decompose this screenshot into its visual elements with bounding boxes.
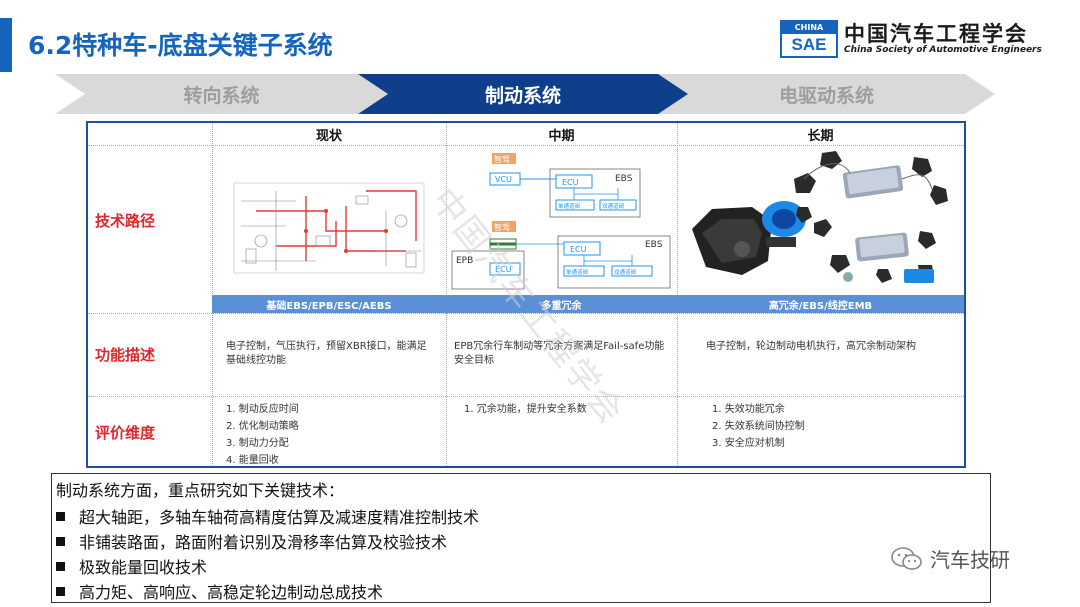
band-long-term: 高冗余/EBS/线控EMB xyxy=(677,295,964,313)
roadmap-table: 现状 中期 长期 技术路径 功能描述 评价维度 xyxy=(86,121,966,468)
diagram-dual-valve-bottom: 双通道阀 xyxy=(614,268,636,276)
bullet-square-icon xyxy=(56,511,65,521)
diagram-epb-ecu: ECU xyxy=(495,265,512,274)
row-label-evaluation: 评价维度 xyxy=(95,423,156,442)
evaluation-list-current: 1. 制动反应时间 2. 优化制动策略 3. 制动力分配 4. 能量回收 xyxy=(226,401,299,469)
key-technologies-intro: 制动系统方面，重点研究如下关键技术： xyxy=(56,481,345,500)
redundant-brake-architecture-diagram: 智驾 VCU EBS ECU 单通道阀 双通道阀 智驾 EBS ECU 单通道阀… xyxy=(450,151,674,291)
evaluation-list-long-term: 1. 失效功能冗余 2. 失效系统间协控制 3. 安全应对机制 xyxy=(712,401,805,452)
col-header-current: 现状 xyxy=(315,128,342,144)
bullet-text: 超大轴距，多轴车轴荷高精度估算及减速度精准控制技术 xyxy=(79,508,480,527)
ebs-circuit-schematic xyxy=(216,151,442,291)
bullet-text: 非铺装路面，路面附着识别及滑移率估算及校验技术 xyxy=(79,533,448,552)
bullet-square-icon xyxy=(56,561,65,571)
col-divider-2 xyxy=(446,123,447,466)
tab-braking[interactable]: 制动系统 xyxy=(358,74,688,114)
emb-hardware-photos xyxy=(682,149,964,293)
csae-logo: CHINA SAE 中国汽车工程学会 China Society of Auto… xyxy=(780,18,1070,58)
tab-electric-drive[interactable]: 电驱动系统 xyxy=(658,74,995,114)
diagram-dual-valve-top: 双通道阀 xyxy=(602,202,624,210)
list-item: 极致能量回收技术 xyxy=(56,554,207,578)
bullet-square-icon xyxy=(56,536,65,546)
diagram-ecu-bottom: ECU xyxy=(570,245,587,254)
col-header-long-term: 长期 xyxy=(807,128,834,144)
list-item: 4. 能量回收 xyxy=(226,455,279,466)
diagram-ebs-bottom: EBS xyxy=(645,240,663,250)
col-divider-3 xyxy=(677,123,678,466)
diagram-single-valve-top: 单通道阀 xyxy=(558,202,580,210)
sae-logo-mark: CHINA SAE xyxy=(780,20,838,58)
diagram-ecu-top: ECU xyxy=(562,178,579,187)
diagram-single-valve-bottom: 单通道阀 xyxy=(566,268,588,276)
list-item: 1. 失效功能冗余 xyxy=(712,404,785,415)
list-item: 3. 安全应对机制 xyxy=(712,438,785,449)
diagram-zhijia-mid: 智驾 xyxy=(494,222,510,232)
function-desc-mid-term: EPB冗余行车制动等冗余方案满足Fail-safe功能安全目标 xyxy=(454,341,665,366)
diagram-ebs-top: EBS xyxy=(615,174,633,184)
col-header-mid-term: 中期 xyxy=(548,128,575,144)
logo-sae-label: SAE xyxy=(791,35,827,54)
list-item: 非铺装路面，路面附着识别及滑移率估算及校验技术 xyxy=(56,529,447,553)
bullet-square-icon xyxy=(56,586,65,596)
band-current: 基础EBS/EPB/ESC/AEBS xyxy=(212,295,446,313)
logo-china-label: CHINA xyxy=(782,22,836,34)
band-mid-term: 多重冗余 xyxy=(446,295,677,313)
header-divider xyxy=(88,145,964,146)
wechat-account-badge: 汽车技研 xyxy=(890,544,1010,573)
evaluation-list-mid-term: 1. 冗余功能，提升安全系数 xyxy=(464,401,587,418)
wechat-account-name: 汽车技研 xyxy=(930,548,1010,572)
list-item: 2. 优化制动策略 xyxy=(226,421,299,432)
list-item: 2. 失效系统间协控制 xyxy=(712,421,805,432)
bullet-text: 极致能量回收技术 xyxy=(79,558,208,577)
row-label-function: 功能描述 xyxy=(95,345,156,364)
row-divider-2 xyxy=(88,396,964,397)
wechat-icon xyxy=(891,546,922,570)
diagram-epb: EPB xyxy=(456,256,473,266)
subsystem-tabs: 转向系统 电驱动系统 制动系统 xyxy=(55,74,995,114)
col-divider-1 xyxy=(212,123,213,466)
list-item: 1. 制动反应时间 xyxy=(226,404,299,415)
diagram-zhijia-top: 智驾 xyxy=(494,154,510,164)
row-divider-1 xyxy=(88,313,964,314)
logo-name-cn: 中国汽车工程学会 xyxy=(844,22,1028,46)
title-accent-bar xyxy=(0,18,12,72)
slide-title: 6.2特种车-底盘关键子系统 xyxy=(28,31,333,60)
key-technologies-box: 制动系统方面，重点研究如下关键技术： 超大轴距，多轴车轴荷高精度估算及减速度精准… xyxy=(51,473,991,603)
function-desc-current: 电子控制，气压执行，预留XBR接口，能满足基础线控功能 xyxy=(226,341,427,366)
list-item: 超大轴距，多轴车轴荷高精度估算及减速度精准控制技术 xyxy=(56,504,479,528)
list-item: 高力矩、高响应、高稳定轮边制动总成技术 xyxy=(56,579,383,603)
tab-steering[interactable]: 转向系统 xyxy=(55,74,388,114)
function-desc-long-term: 电子控制，轮边制动电机执行，高冗余制动架构 xyxy=(706,341,916,352)
logo-name-en: China Society of Automotive Engineers xyxy=(844,45,1042,55)
list-item: 3. 制动力分配 xyxy=(226,438,289,449)
row-label-tech-route: 技术路径 xyxy=(95,211,156,230)
diagram-vcu: VCU xyxy=(495,175,512,184)
bullet-text: 高力矩、高响应、高稳定轮边制动总成技术 xyxy=(79,583,384,602)
list-item: 1. 冗余功能，提升安全系数 xyxy=(464,404,587,415)
